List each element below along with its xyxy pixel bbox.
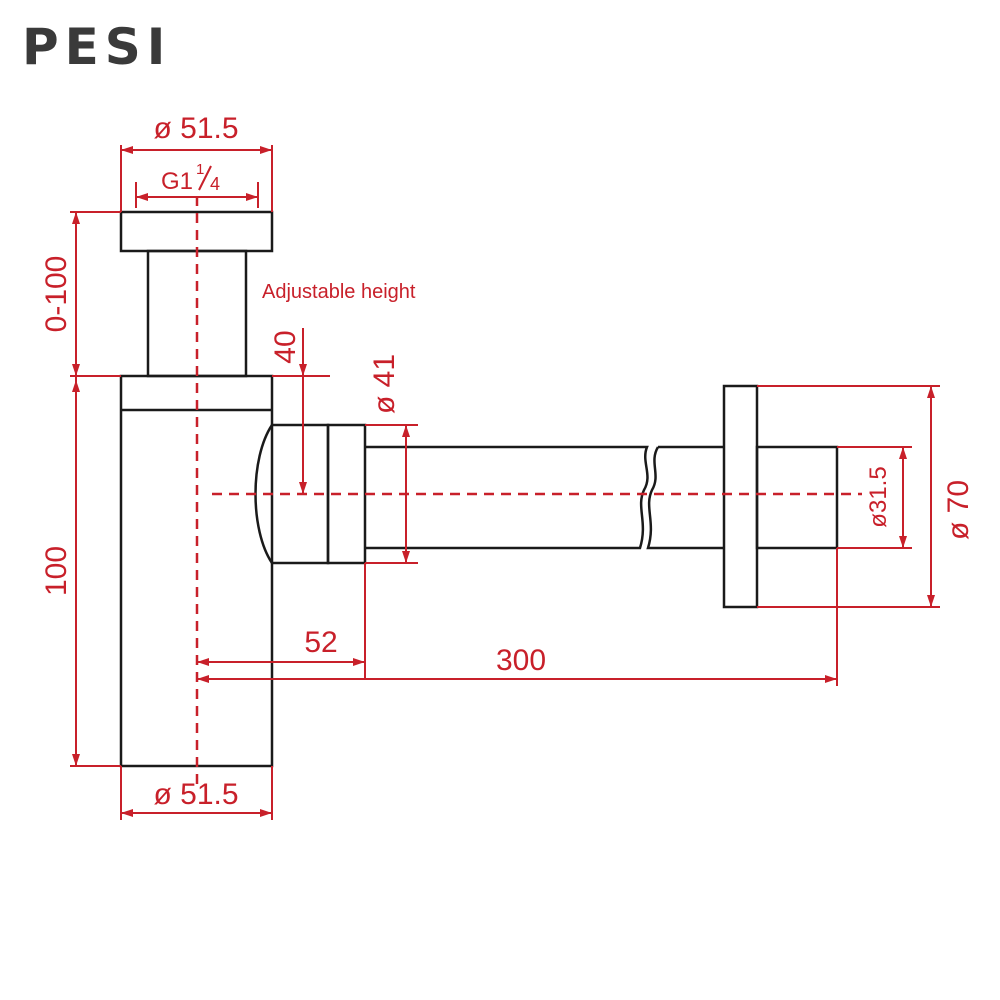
- outlet-pipe-right: [646, 445, 724, 550]
- outlet-bulge: [254, 423, 330, 565]
- pipe-diameter-label: ø31.5: [865, 466, 892, 527]
- wall-flange: [722, 384, 759, 609]
- pesi-logo: PESI: [22, 18, 171, 76]
- offset-52-label: 52: [304, 626, 337, 659]
- centerlines: [195, 196, 862, 786]
- trap-outline: [119, 210, 839, 768]
- body-height-label: 100: [40, 546, 73, 596]
- thread-fraction-num: 1: [196, 161, 204, 178]
- flange-diameter-label: ø 70: [942, 480, 975, 540]
- dimension-lines: [70, 145, 940, 820]
- wall-pipe: [755, 445, 839, 550]
- height-range-label: 0-100: [40, 256, 73, 333]
- outlet-diameter-label: ø 41: [368, 354, 401, 414]
- thread-fraction-slash: [198, 165, 212, 191]
- adjustable-height-label: Adjustable height: [262, 281, 416, 303]
- length-300-label: 300: [496, 644, 546, 677]
- top-diameter-label: ø 51.5: [153, 112, 238, 145]
- offset-40-label: 40: [269, 330, 302, 363]
- thread-label: G1: [161, 168, 193, 195]
- bottom-diameter-label: ø 51.5: [153, 778, 238, 811]
- thread-fraction-den: 4: [210, 174, 220, 194]
- outlet-pipe-left: [365, 445, 649, 550]
